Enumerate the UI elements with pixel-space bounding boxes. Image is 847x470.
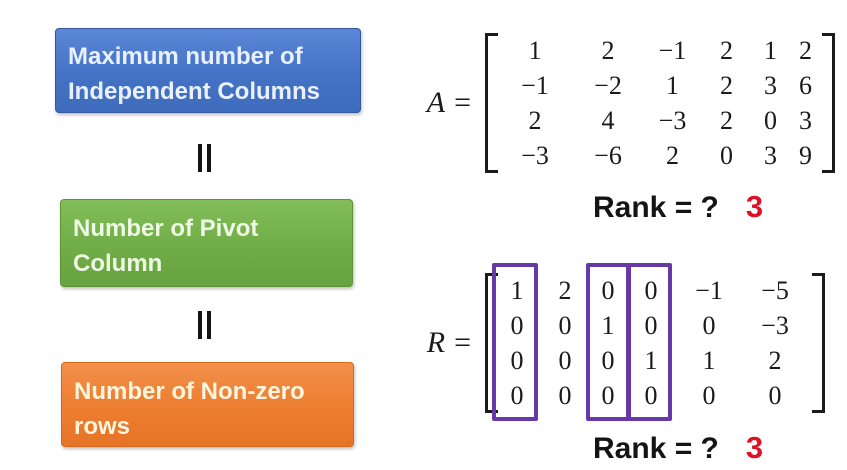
left-bracket xyxy=(485,33,498,173)
matrix-cell: 3 xyxy=(799,105,812,135)
left-bracket xyxy=(485,273,498,413)
pivot-column-outline-4 xyxy=(627,263,672,421)
matrix-cell: 2 xyxy=(720,35,733,65)
matrix-r-label: R= xyxy=(415,326,471,360)
matrix-cell: 0 xyxy=(601,380,615,410)
matrix-cell: 4 xyxy=(601,105,615,135)
matrix-variable: A xyxy=(426,86,446,119)
concept-box-line: Independent Columns xyxy=(68,78,320,105)
matrix-cell: 1 xyxy=(666,70,679,100)
matrix-cell: 0 xyxy=(558,310,572,340)
matrix-cell: 0 xyxy=(644,275,658,305)
matrix-cell: 9 xyxy=(799,140,812,170)
concept-box-line: rows xyxy=(74,413,131,440)
equals-sign: = xyxy=(454,326,471,359)
matrix-cell: 1 xyxy=(702,345,716,375)
equals-sign: = xyxy=(454,86,471,119)
matrix-cell: 0 xyxy=(644,310,658,340)
matrix-cell: 2 xyxy=(768,345,782,375)
matrix-cell: 0 xyxy=(644,380,658,410)
matrix-cell: 1 xyxy=(601,310,615,340)
matrix-cell: 0 xyxy=(601,275,615,305)
matrix-cell: −1 xyxy=(695,275,723,305)
matrix-cell: 2 xyxy=(666,140,679,170)
matrix-a-grid: 1 2 −1 2 1 2 −1 −2 1 2 3 6 2 4 −3 2 0 3 … xyxy=(498,33,822,173)
matrix-cell: 0 xyxy=(558,380,572,410)
rank-line-r: Rank = ? 3 xyxy=(593,430,763,466)
matrix-r-grid: 1 2 0 0 −1 −5 0 0 1 0 0 −3 0 0 0 1 1 2 0… xyxy=(498,273,812,413)
matrix-cell: −2 xyxy=(594,70,622,100)
matrix-cell: 0 xyxy=(764,105,777,135)
matrix-cell: 0 xyxy=(558,345,572,375)
concept-box-line: Maximum number of xyxy=(68,43,303,70)
matrix-cell: 0 xyxy=(768,380,782,410)
matrix-cell: 0 xyxy=(510,310,524,340)
matrix-cell: 0 xyxy=(601,345,615,375)
concept-box-nonzero-rows: Number of Non-zero rows xyxy=(61,362,354,447)
matrix-cell: −1 xyxy=(521,70,549,100)
matrix-cell: 1 xyxy=(764,35,777,65)
matrix-cell: 2 xyxy=(558,275,572,305)
right-bracket xyxy=(822,33,835,173)
pivot-column-outline-1 xyxy=(492,263,538,421)
matrix-cell: 0 xyxy=(510,380,524,410)
matrix-cell: 2 xyxy=(720,70,733,100)
matrix-cell: −1 xyxy=(658,35,687,65)
concept-box-pivot-columns: Number of Pivot Column xyxy=(60,199,353,287)
pivot-column-outline-3 xyxy=(586,263,630,421)
matrix-cell: 2 xyxy=(799,35,812,65)
matrix-a-label: A= xyxy=(415,86,471,120)
matrix-cell: 3 xyxy=(764,70,777,100)
matrix-cell: 3 xyxy=(764,140,777,170)
matrix-cell: 2 xyxy=(528,105,542,135)
matrix-cell: 0 xyxy=(702,380,716,410)
matrix-a: A= 1 2 −1 2 1 2 −1 −2 1 2 3 6 2 4 −3 2 0… xyxy=(415,33,835,173)
matrix-cell: 0 xyxy=(702,310,716,340)
concept-box-line: Number of Non-zero xyxy=(74,378,305,405)
rank-question: Rank = ? xyxy=(593,191,719,224)
matrix-cell: −3 xyxy=(761,310,789,340)
rank-question: Rank = ? xyxy=(593,432,719,465)
matrix-cell: 2 xyxy=(720,105,733,135)
vertical-equals-icon xyxy=(198,144,211,172)
concept-box-line: Column xyxy=(73,250,163,277)
matrix-cell: 0 xyxy=(720,140,733,170)
matrix-cell: 1 xyxy=(510,275,524,305)
equals-bar xyxy=(207,311,211,339)
matrix-cell: −5 xyxy=(761,275,789,305)
matrix-cell: 2 xyxy=(601,35,615,65)
rank-line-a: Rank = ? 3 xyxy=(593,189,763,225)
matrix-cell: 0 xyxy=(510,345,524,375)
matrix-cell: −3 xyxy=(658,105,687,135)
concept-box-line: Number of Pivot xyxy=(73,215,259,242)
equals-bar xyxy=(207,144,211,172)
equals-bar xyxy=(198,144,202,172)
rank-answer: 3 xyxy=(745,189,764,224)
matrix-variable: R xyxy=(426,326,446,359)
matrix-r: R= 1 2 0 0 −1 −5 0 0 1 0 0 −3 0 0 0 1 1 … xyxy=(415,263,825,421)
matrix-cell: −6 xyxy=(594,140,622,170)
rank-answer: 3 xyxy=(745,430,764,465)
equals-bar xyxy=(198,311,202,339)
concept-box-independent-columns: Maximum number of Independent Columns xyxy=(55,28,361,113)
right-bracket xyxy=(812,273,825,413)
matrix-cell: −3 xyxy=(521,140,549,170)
matrix-cell: 1 xyxy=(528,35,542,65)
matrix-cell: 1 xyxy=(644,345,658,375)
vertical-equals-icon xyxy=(198,311,211,339)
matrix-cell: 6 xyxy=(799,70,812,100)
